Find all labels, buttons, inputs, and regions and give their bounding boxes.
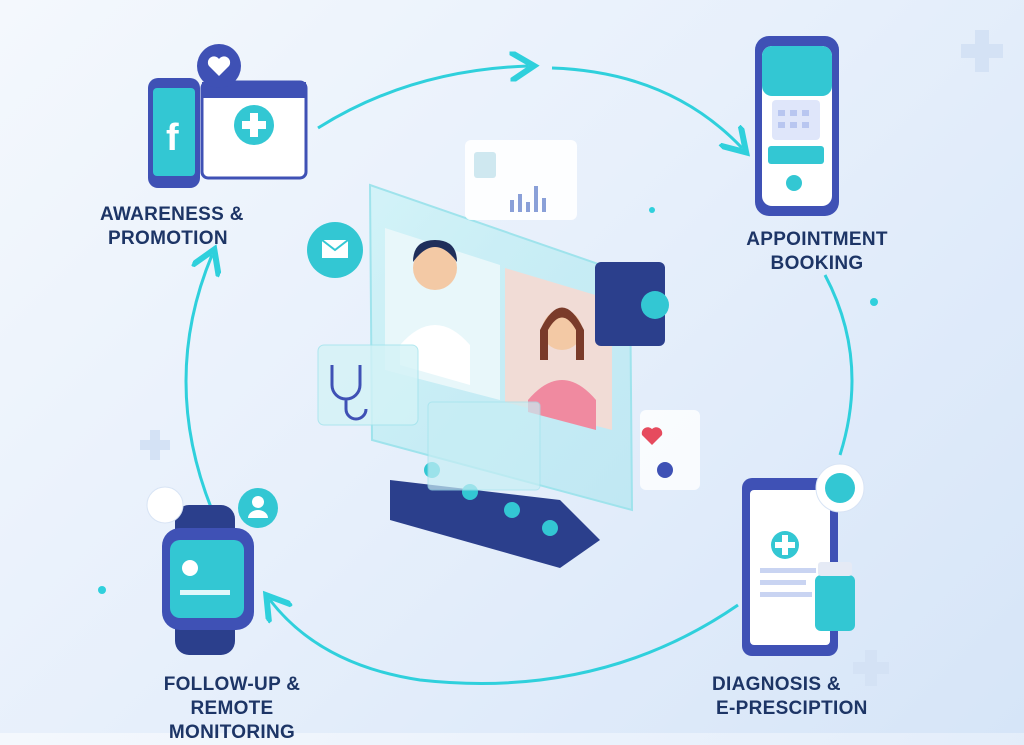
label-line: FOLLOW-UP & REMOTE bbox=[163, 674, 301, 719]
arrow-awareness-to-booking bbox=[317, 66, 528, 130]
stage-label-followup: FOLLOW-UP & REMOTE MONITORING bbox=[120, 673, 344, 745]
smartwatch-illustration bbox=[146, 486, 278, 655]
facebook-icon: f bbox=[166, 117, 179, 159]
stage-label-awareness: AWARENESS & PROMOTION bbox=[100, 203, 244, 251]
telehealth-screen-illustration bbox=[307, 140, 700, 568]
label-line: AWARENESS & bbox=[100, 204, 244, 225]
arrow-followup-to-awareness bbox=[184, 255, 212, 511]
background-crosses bbox=[140, 30, 1003, 686]
arrow-diagnosis-to-followup bbox=[270, 600, 739, 685]
doctor-avatar bbox=[413, 246, 457, 290]
stage-label-booking: APPOINTMENT BOOKING bbox=[745, 228, 889, 276]
calendar-icon bbox=[772, 100, 820, 140]
label-line: BOOKING bbox=[770, 253, 864, 274]
arrow-to-booking-phone bbox=[551, 66, 742, 148]
label-line: PROMOTION bbox=[108, 228, 228, 249]
pill-icon bbox=[657, 462, 673, 478]
medicine-bottle bbox=[815, 575, 855, 631]
book-button bbox=[768, 146, 824, 164]
stethoscope-icon bbox=[330, 365, 368, 421]
label-line: DIAGNOSIS & bbox=[712, 674, 841, 695]
arrow-booking-to-diagnosis bbox=[823, 274, 854, 456]
cycle-arrows bbox=[184, 66, 854, 685]
heartbeat-icon bbox=[641, 427, 663, 445]
user-card bbox=[474, 152, 496, 178]
stage-label-diagnosis: DIAGNOSIS & E-PRESCIPTION bbox=[712, 673, 868, 721]
accent-dots bbox=[98, 207, 878, 594]
booking-phone-illustration bbox=[755, 36, 839, 216]
label-line: MONITORING bbox=[168, 722, 296, 743]
diagnosis-tablet-illustration bbox=[742, 463, 865, 656]
label-line: APPOINTMENT bbox=[746, 229, 888, 250]
awareness-illustration: f bbox=[148, 44, 308, 188]
label-line: E-PRESCIPTION bbox=[716, 698, 868, 719]
